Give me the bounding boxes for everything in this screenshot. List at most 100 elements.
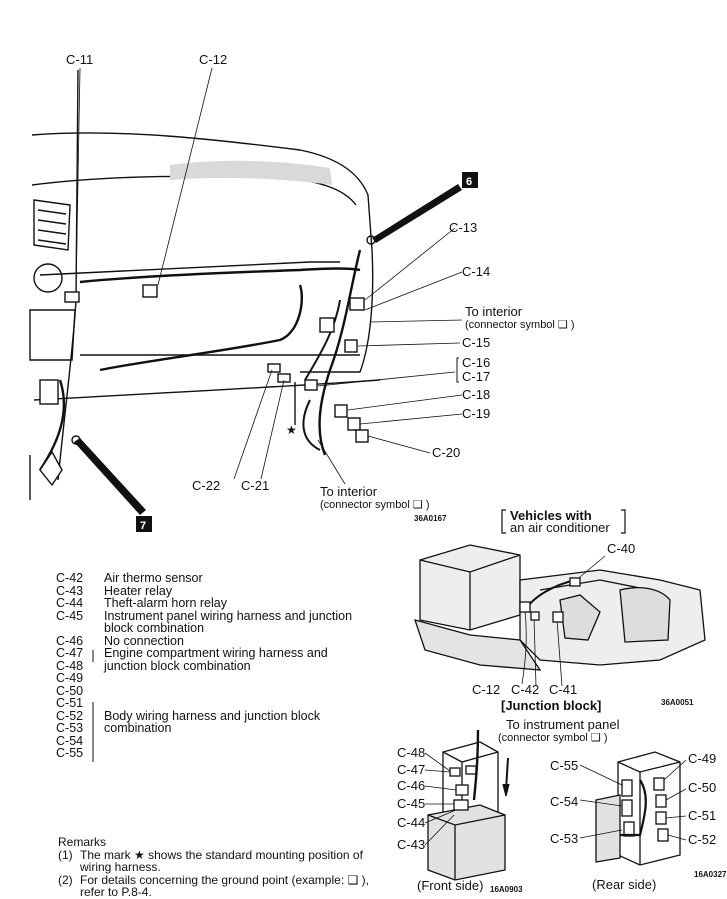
legend-desc: block combination [104,621,205,635]
aircon-title-bracket-right [621,509,626,534]
callout-marker-6-box [462,172,478,188]
svg-text:★: ★ [286,423,297,437]
legend-code: C-44 [56,596,84,610]
remark-text: For details concerning the ground point … [80,872,369,899]
label-c11: C-11 [66,52,93,67]
legend-desc: Air thermo sensor [104,571,203,585]
legend-row: C-46 No connection [56,633,386,648]
junction-block-title: [Junction block] [501,698,601,713]
aircon-label-c40: C-40 [607,541,635,556]
legend-code: C-50 [56,683,84,698]
callout-marker-7-box [136,516,152,532]
legend-row: C-52 Body wiring harness and junction blo… [56,708,386,723]
legend-row: C-51 [56,697,386,710]
to-interior-1-line-b: (connector symbol ❑ ) [465,319,575,331]
label-c20: C-20 [432,445,460,460]
callout-marker-6: 6 [466,176,472,188]
junction-block-front-illustration [424,729,510,881]
legend-row: block combination [56,622,386,635]
legend-desc [104,735,386,748]
legend-code [56,622,104,635]
legend-desc: Engine compartment wiring harness and [104,646,328,660]
to-interior-2-line-b: (connector symbol ❑ ) [320,499,430,511]
dashboard-figure-code: 36A0167 [414,514,447,523]
aircon-title-bracket-left [501,509,506,534]
connector-legend: C-42 Air thermo sensor C-43 Heater relay C… [56,572,386,760]
legend-row: C-53 combination [56,722,386,735]
legend-row: C-50 [56,683,386,698]
front-label-c43: C-43 [397,837,425,852]
to-instrument-panel-line-b: (connector symbol ❑ ) [498,732,608,744]
legend-code: C-42 [56,571,84,585]
legend-row: C-42 Air thermo sensor [56,572,386,585]
rear-label-c53: C-53 [550,831,578,846]
legend-row: C-45 Instrument panel wiring harness and … [56,608,386,623]
to-interior-2-line-a: To interior [320,484,378,499]
legend-desc [104,685,386,698]
remark-item: (1) The mark ★ shows the standard mounti… [58,847,388,874]
legend-code: C-54 [56,733,84,748]
label-c17: C-17 [462,369,490,384]
label-c15: C-15 [462,335,490,350]
rear-figure-code: 16A0327 [694,870,727,879]
aircon-illustration [413,544,706,687]
front-label-c48: C-48 [397,745,425,760]
remark-item: (2) For details concerning the ground po… [58,872,388,899]
label-c18: C-18 [462,387,490,402]
aircon-figure-code: 36A0051 [661,698,694,707]
legend-code: C-53 [56,721,84,735]
legend-desc [104,697,386,710]
junction-block-rear-illustration [579,751,687,866]
aircon-title-line-a: Vehicles with [510,508,592,523]
legend-code: C-55 [56,746,84,760]
rear-label-c52: C-52 [688,832,716,847]
legend-row: C-44 Theft-alarm horn relay [56,597,386,610]
label-c22: C-22 [192,478,220,493]
legend-desc: Body wiring harness and junction block [104,708,321,723]
legend-row: C-54 [56,733,386,748]
label-c16: C-16 [462,355,490,370]
legend-desc: junction block combination [104,658,251,673]
rear-side-caption: (Rear side) [592,877,656,892]
legend-code: C-48 [56,658,84,673]
remarks-heading: Remarks [58,835,107,849]
legend-code: C-52 [56,708,84,723]
rear-label-c55: C-55 [550,758,578,773]
legend-code: C-45 [56,608,84,623]
legend-code: C-49 [56,671,84,685]
remark-number: (1) [58,847,73,862]
aircon-title-line-b: an air conditioner [510,520,610,535]
label-c12: C-12 [199,52,227,67]
legend-code: C-51 [56,696,84,710]
dashboard-illustration: ★ [29,67,463,515]
front-side-caption: (Front side) [417,878,483,893]
legend-code: C-47 [56,646,84,660]
legend-row: C-43 Heater relay [56,583,386,598]
legend-code: C-43 [56,583,84,598]
remark-number: (2) [58,872,73,887]
legend-row: C-49 [56,672,386,685]
aircon-label-c42: C-42 [511,682,539,697]
rear-label-c49: C-49 [688,751,716,766]
legend-desc: No connection [104,633,184,648]
to-interior-1-line-a: To interior [465,304,523,319]
rear-label-c54: C-54 [550,794,578,809]
front-label-c45: C-45 [397,796,425,811]
front-label-c44: C-44 [397,815,425,830]
legend-desc: combination [104,721,172,735]
aircon-label-c41: C-41 [549,682,577,697]
label-c19: C-19 [462,406,490,421]
label-c21: C-21 [241,478,269,493]
legend-row: C-48 junction block combination [56,658,386,673]
callout-marker-7: 7 [140,520,146,532]
legend-code: C-46 [56,633,84,648]
legend-row: C-47 Engine compartment wiring harness an… [56,647,386,660]
rear-label-c50: C-50 [688,780,716,795]
front-figure-code: 16A0903 [490,885,523,894]
legend-desc [104,747,386,760]
legend-desc [104,672,386,685]
legend-desc: Instrument panel wiring harness and junc… [104,608,353,623]
legend-desc: Heater relay [104,583,173,598]
label-c13: C-13 [449,220,477,235]
legend-desc: Theft-alarm horn relay [104,596,227,610]
